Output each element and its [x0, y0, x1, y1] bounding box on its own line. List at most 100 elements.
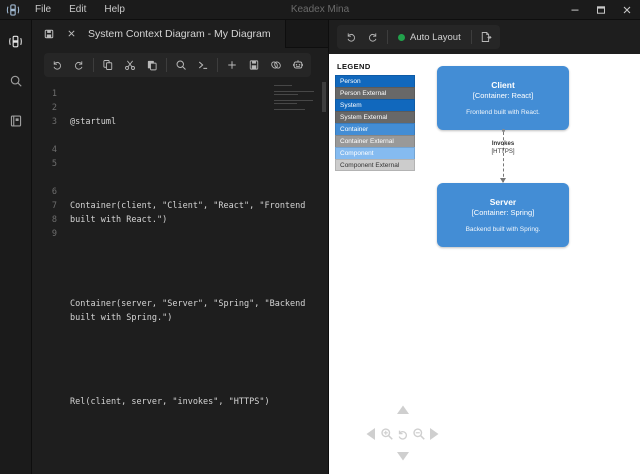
- line-number: 7: [51, 201, 57, 211]
- zoom-out-icon[interactable]: [411, 426, 426, 442]
- toolbar-divider: [166, 58, 167, 72]
- editor-pane: System Context Diagram - My Diagram: [32, 19, 328, 474]
- line-number: 1: [51, 89, 57, 99]
- diagram-pane: Auto Layout LEGEND Per: [328, 20, 640, 474]
- robot-icon[interactable]: [287, 54, 309, 76]
- window-controls: [562, 0, 640, 20]
- undo-icon[interactable]: [340, 26, 362, 48]
- node-name: Client: [491, 79, 515, 90]
- code-line: [70, 255, 328, 269]
- redo-icon[interactable]: [362, 26, 384, 48]
- code-content[interactable]: @startuml Container(client, "Client", "R…: [62, 82, 328, 474]
- toolbar-divider: [470, 30, 472, 44]
- code-line: Container(client, "Client", "React", "Fr…: [70, 201, 311, 225]
- line-number: 6: [51, 187, 57, 197]
- minimize-icon[interactable]: [562, 0, 588, 20]
- legend-item-system-external[interactable]: System External: [335, 111, 415, 123]
- editor-minimap[interactable]: [274, 85, 318, 111]
- copy-icon[interactable]: [97, 54, 119, 76]
- auto-layout-label: Auto Layout: [410, 31, 461, 43]
- edge-source-dot: [501, 129, 505, 132]
- line-number: 3: [51, 117, 57, 127]
- tab-title: System Context Diagram - My Diagram: [88, 27, 271, 40]
- legend-item-container-external[interactable]: Container External: [335, 135, 415, 147]
- menu-item-edit[interactable]: Edit: [69, 3, 87, 15]
- save-icon[interactable]: [38, 20, 60, 48]
- code-line: @startuml: [70, 117, 117, 127]
- activity-bar: [0, 20, 32, 474]
- auto-layout-status-dot: [398, 33, 405, 41]
- line-number-gutter: 1 2 3 4 5 6 7 8 9: [32, 82, 62, 474]
- undo-icon[interactable]: [46, 54, 68, 76]
- workspace: System Context Diagram - My Diagram: [0, 19, 640, 474]
- node-description: Backend built with Spring.: [465, 225, 541, 233]
- legend: LEGEND Person Person External System Sys…: [335, 62, 415, 171]
- diagram-toolbar: Auto Layout: [329, 20, 640, 54]
- menu-item-file[interactable]: File: [35, 3, 52, 15]
- node-type: [Container: Spring]: [471, 207, 535, 217]
- node-description: Frontend built with React.: [466, 108, 540, 116]
- tab-system-context-diagram[interactable]: System Context Diagram - My Diagram: [32, 19, 286, 48]
- diagram-node-server[interactable]: Server [Container: Spring] Backend built…: [437, 183, 569, 247]
- diagram-node-client[interactable]: Client [Container: React] Frontend built…: [437, 66, 569, 130]
- book-icon[interactable]: [2, 108, 30, 134]
- link-icon[interactable]: [265, 54, 287, 76]
- diagram-icon[interactable]: [2, 28, 30, 54]
- search-icon[interactable]: [2, 68, 30, 94]
- triangle-left-icon[interactable]: [365, 426, 377, 442]
- edge-arrow-icon: [499, 178, 506, 183]
- edge-technology-text: [HTTPS]: [491, 149, 515, 155]
- legend-item-system[interactable]: System: [335, 99, 415, 111]
- legend-item-component[interactable]: Component: [335, 147, 415, 159]
- diagram-canvas[interactable]: LEGEND Person Person External System Sys…: [329, 54, 640, 474]
- line-number: 9: [51, 229, 57, 239]
- code-line: [70, 353, 328, 367]
- legend-item-person[interactable]: Person: [335, 75, 415, 87]
- edge-label: Invokes [HTTPS]: [473, 140, 533, 156]
- edge-label-text: Invokes: [491, 141, 515, 147]
- search-icon[interactable]: [170, 54, 192, 76]
- toolbar-divider: [217, 58, 218, 72]
- menu-bar: File Edit Help: [26, 1, 134, 19]
- code-line: Rel(client, server, "invokes", "HTTPS"): [70, 397, 270, 407]
- tab-bar: System Context Diagram - My Diagram: [32, 19, 328, 48]
- legend-item-component-external[interactable]: Component External: [335, 159, 415, 171]
- triangle-up-icon[interactable]: [396, 404, 410, 416]
- menu-item-help[interactable]: Help: [104, 3, 125, 15]
- editor-toolbar: [32, 48, 328, 82]
- title-bar: File Edit Help Keadex Mina: [0, 0, 640, 20]
- export-icon[interactable]: [475, 26, 497, 48]
- paste-icon[interactable]: [141, 54, 163, 76]
- line-number: 4: [51, 145, 57, 155]
- toolbar-divider: [93, 58, 94, 72]
- close-icon[interactable]: [60, 20, 82, 48]
- editor-scrollbar[interactable]: [322, 82, 326, 112]
- line-number: 8: [51, 215, 57, 225]
- code-line: [70, 437, 328, 451]
- node-type: [Container: React]: [472, 90, 534, 100]
- line-number: 2: [51, 103, 57, 113]
- auto-layout-toggle[interactable]: Auto Layout: [391, 26, 468, 48]
- save-icon[interactable]: [243, 54, 265, 76]
- legend-title: LEGEND: [337, 62, 371, 71]
- zoom-in-icon[interactable]: [379, 426, 394, 442]
- code-editor[interactable]: 1 2 3 4 5 6 7 8 9 @startuml Container(cl…: [32, 82, 328, 474]
- legend-item-person-external[interactable]: Person External: [335, 87, 415, 99]
- code-line: Container(server, "Server", "Spring", "B…: [70, 299, 311, 323]
- scissors-icon[interactable]: [119, 54, 141, 76]
- maximize-icon[interactable]: [588, 0, 614, 20]
- close-icon[interactable]: [614, 0, 640, 20]
- code-line: [70, 157, 328, 171]
- legend-item-container[interactable]: Container: [335, 123, 415, 135]
- line-number: 5: [51, 159, 57, 169]
- node-name: Server: [489, 196, 517, 207]
- plus-icon[interactable]: [221, 54, 243, 76]
- triangle-right-icon[interactable]: [428, 426, 440, 442]
- reset-icon[interactable]: [395, 426, 410, 442]
- redo-icon[interactable]: [68, 54, 90, 76]
- app-logo-icon: [0, 3, 26, 17]
- canvas-navigation-controls: [365, 404, 441, 466]
- triangle-down-icon[interactable]: [396, 450, 410, 462]
- terminal-icon[interactable]: [192, 54, 214, 76]
